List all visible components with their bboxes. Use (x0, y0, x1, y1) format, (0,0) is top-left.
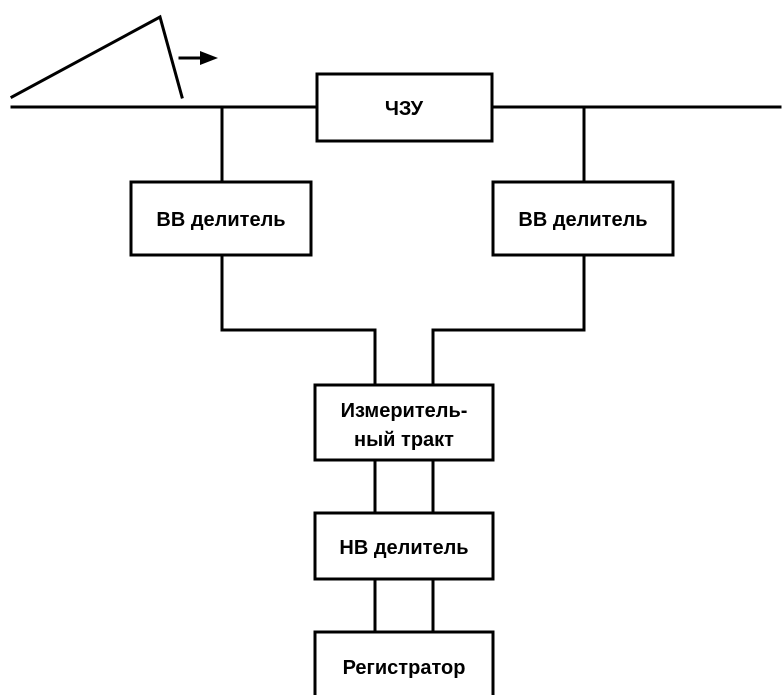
wire-left-divider-to-measurement (220, 253, 377, 387)
wire-right-divider-to-measurement (431, 253, 586, 387)
recorder-label: Регистратор (343, 657, 466, 679)
lv-divider-block: НВ делитель (313, 511, 495, 581)
hv-divider-left-label: ВВ делитель (156, 209, 285, 231)
chzu-block: ЧЗУ (315, 72, 494, 143)
measurement-path-label-line1: Измеритель- (341, 400, 468, 422)
incoming-wave-icon (9, 14, 184, 100)
hv-divider-left-block: ВВ делитель (129, 180, 313, 257)
measurement-path-label-line2: ный тракт (354, 429, 454, 451)
wave-direction-arrow-icon (200, 51, 218, 65)
measurement-path-block: Измеритель- ный тракт (313, 383, 495, 462)
hv-divider-right-block: ВВ делитель (491, 180, 675, 257)
recorder-block: Регистратор (313, 630, 495, 695)
lv-divider-label: НВ делитель (339, 537, 468, 559)
hv-divider-right-label: ВВ делитель (518, 209, 647, 231)
chzu-label: ЧЗУ (385, 98, 424, 120)
